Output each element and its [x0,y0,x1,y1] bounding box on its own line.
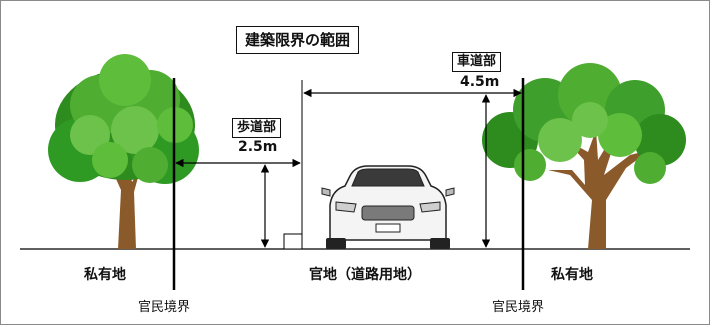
sidewalk-label: 歩道部 [232,118,282,138]
public-land-label: 官地（道路用地） [309,267,421,283]
right-tree [482,63,686,249]
sidewalk-height-value: 2.5m [238,139,278,155]
roadway-label: 車道部 [452,52,502,72]
right-boundary-label: 官民境界 [492,300,545,315]
left-tree [48,54,199,249]
private-land-right-label: 私有地 [551,267,593,283]
diagram-title: 建築限界の範囲 [236,26,360,54]
left-boundary-label: 官民境界 [138,300,191,315]
private-land-left-label: 私有地 [84,267,126,283]
roadway-height-value: 4.5m [460,74,500,90]
curb [283,233,303,250]
car [321,165,455,249]
